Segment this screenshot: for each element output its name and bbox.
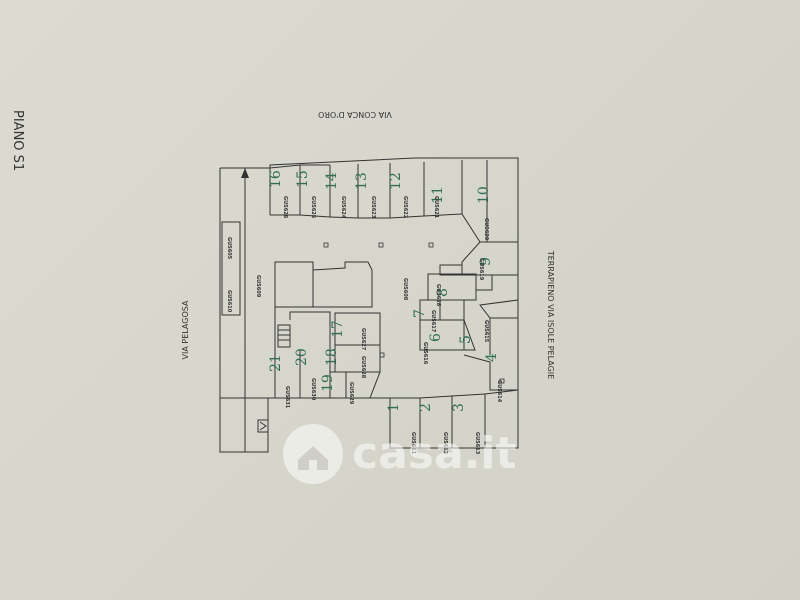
stall-number-16: 16	[268, 170, 284, 188]
street-right-label: TERRAPIENO VIA ISOLE PELAGIE	[546, 250, 555, 379]
stall-number-21: 21	[268, 354, 284, 372]
stall-code-16: GUS626	[282, 196, 288, 219]
stall-code-19: GUS629	[348, 382, 354, 405]
stall-number-10: 10	[476, 186, 492, 204]
ramp-code: GUS609	[255, 275, 261, 298]
left-stalls	[274, 261, 381, 399]
stall-code-17: GUS627	[360, 328, 366, 351]
stall-number-6: 6	[428, 333, 444, 342]
stall-code-10: GUS620	[483, 218, 489, 241]
side-code-a: GUS610	[226, 290, 232, 313]
stall-code-11: GUS621	[433, 196, 439, 219]
stall-number-18: 18	[324, 348, 340, 366]
stall-numbers: 1 2 3 4 5 6 7 8 9 10 11 12 13 14 15 16 1…	[268, 170, 500, 412]
top-stalls	[269, 160, 518, 243]
stall-number-1: 1	[386, 403, 402, 412]
stall-code-2: GUS612	[442, 432, 448, 455]
stall-code-3: GUS613	[474, 432, 480, 455]
right-stalls	[427, 241, 519, 319]
stall-code-5: GUS615	[483, 320, 489, 343]
stall-number-17: 17	[330, 320, 346, 338]
watermark-text: casa.it	[352, 428, 516, 479]
stall-number-9: 9	[478, 257, 494, 266]
street-left-label: VIA PELAGOSA	[181, 300, 190, 359]
stall-code-21: GUS631	[284, 386, 290, 409]
stall-code-15: GUS625	[310, 196, 316, 219]
street-top-label: VIA CONCA D'ORO	[318, 110, 392, 119]
stall-number-15: 15	[295, 170, 311, 188]
floor-label: PIANO S1	[10, 110, 25, 171]
stall-code-18: GUS628	[360, 356, 366, 379]
stall-code-6: GUS616	[422, 342, 428, 365]
stall-number-13: 13	[354, 172, 370, 190]
stall-code-9: GUS619	[478, 258, 484, 281]
side-code-b: GUS605	[226, 237, 232, 260]
stall-code-13: GUS623	[370, 196, 376, 219]
stall-number-3: 3	[451, 403, 467, 412]
stall-number-12: 12	[388, 172, 404, 190]
stall-number-8: 8	[435, 288, 451, 297]
stall-code-1: GUS611	[410, 432, 416, 455]
stall-number-5: 5	[458, 335, 474, 344]
stall-number-20: 20	[294, 348, 310, 366]
stall-code-7: GUS617	[430, 310, 436, 333]
corridor-code: GUS608	[402, 278, 408, 301]
center-stalls	[419, 299, 518, 391]
stall-code-4: GUS614	[496, 380, 502, 403]
stall-code-12: GUS622	[402, 196, 408, 219]
stall-number-14: 14	[324, 172, 340, 190]
pillars	[323, 242, 505, 384]
bottom-stalls	[390, 389, 519, 448]
stall-number-7: 7	[412, 309, 428, 318]
watermark: casa.it	[283, 424, 516, 484]
stall-number-2: 2	[418, 403, 434, 412]
stall-number-11: 11	[430, 186, 446, 204]
stall-code-14: GUS624	[340, 196, 346, 219]
stall-number-4: 4	[484, 353, 500, 362]
stall-code-20: GUS630	[310, 378, 316, 401]
stall-codes: GUS611 GUS612 GUS613 GUS614 GUS615 GUS61…	[226, 196, 502, 455]
outer-boundary	[219, 157, 519, 453]
stall-code-8: GUS618	[435, 284, 441, 307]
stall-number-19: 19	[320, 374, 336, 392]
